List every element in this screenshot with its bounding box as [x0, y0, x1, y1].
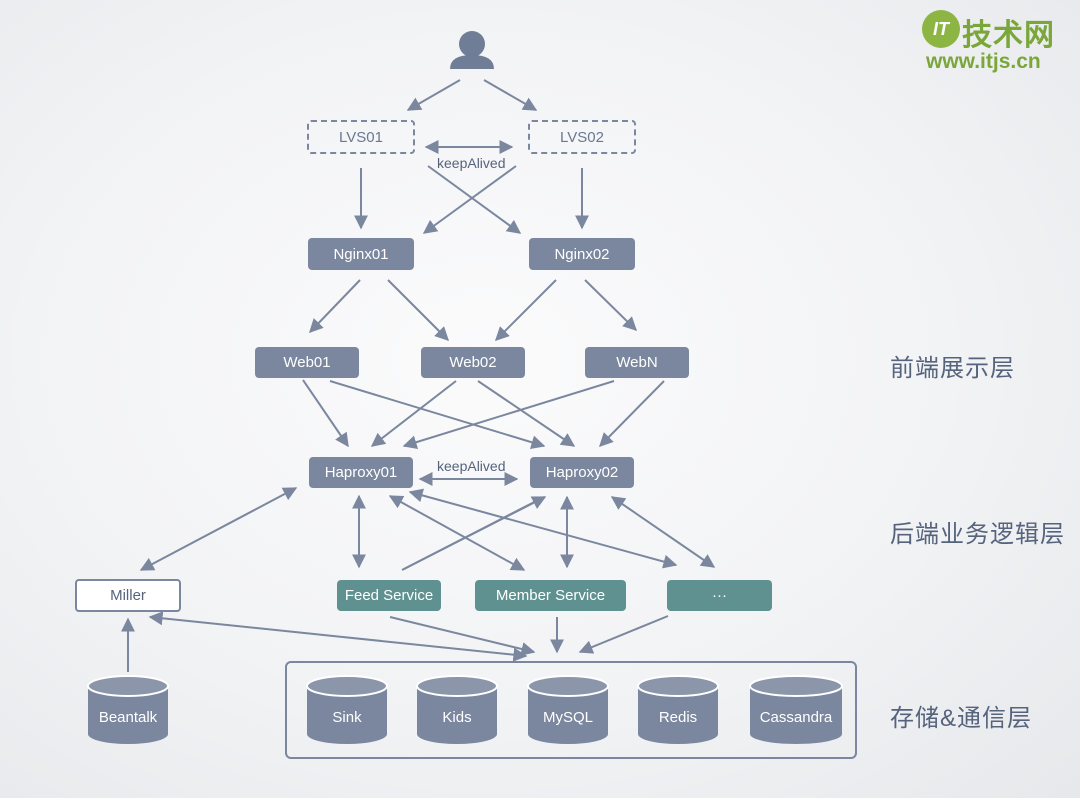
arrow-lvs02-nginx01 — [422, 165, 517, 234]
db-beantalk-label: Beantalk — [98, 709, 158, 726]
arrow-nginx01-web02 — [387, 279, 449, 341]
node-more-services: ··· — [667, 580, 772, 611]
node-feed-service: Feed Service — [337, 580, 441, 611]
node-miller: Miller — [75, 579, 181, 612]
layer-label-frontend: 前端展示层 — [890, 355, 1015, 382]
db-sink-label: Sink — [332, 709, 362, 726]
brand-watermark: IT 技术网 www.itjs.cn — [922, 10, 1072, 76]
label-lvs-keepalived: keepAlived — [437, 155, 506, 171]
db-kids-label: Kids — [442, 709, 472, 726]
brand-logo: IT — [922, 10, 960, 48]
user-icon — [450, 31, 494, 69]
node-haproxy02: Haproxy02 — [530, 457, 634, 488]
arrow-haproxy01-member — [388, 495, 526, 571]
arrow-more-storage — [578, 615, 669, 654]
brand-url: www.itjs.cn — [926, 50, 1041, 73]
db-mysql-label: MySQL — [542, 709, 593, 726]
db-beantalk-cylinder — [87, 675, 169, 744]
node-nginx02: Nginx02 — [529, 238, 635, 270]
arrow-web01-haproxy01 — [302, 379, 349, 448]
arrow-nginx01-web01 — [309, 279, 361, 334]
arrow-feed-storage — [389, 616, 536, 656]
arrow-user-lvs02 — [483, 79, 538, 111]
arrow-haproxy02-more — [610, 496, 716, 568]
brand-name: 技术网 — [962, 19, 1055, 52]
arrow-haproxy02-feed-head — [403, 496, 547, 570]
layer-label-backend: 后端业务逻辑层 — [890, 521, 1065, 548]
db-redis-label: Redis — [658, 709, 698, 726]
node-haproxy01: Haproxy01 — [309, 457, 413, 488]
layer-label-storage: 存储&通信层 — [890, 705, 1033, 732]
arrow-web02-haproxy02 — [477, 380, 576, 447]
arrow-webn-haproxy02 — [599, 380, 665, 447]
db-cassandra-label: Cassandra — [759, 709, 833, 726]
arrow-web02-haproxy01 — [370, 380, 457, 447]
node-web01: Web01 — [255, 347, 359, 378]
node-member-service: Member Service — [475, 580, 626, 611]
arrow-web01-haproxy02 — [329, 380, 546, 450]
arrow-haproxy01-miller — [139, 487, 298, 571]
db-mysql-cylinder — [527, 675, 609, 744]
node-nginx01: Nginx01 — [308, 238, 414, 270]
node-web02: Web02 — [421, 347, 525, 378]
node-webn: WebN — [585, 347, 689, 378]
node-lvs01: LVS01 — [307, 120, 415, 154]
db-redis-cylinder — [637, 675, 719, 744]
arrow-nginx02-webn — [584, 279, 637, 331]
db-kids-cylinder — [416, 675, 498, 744]
arrow-nginx02-web02 — [495, 279, 557, 341]
db-sink-cylinder — [306, 675, 388, 744]
arrow-webn-haproxy01 — [402, 380, 615, 449]
storage-container — [285, 661, 857, 759]
arrow-user-lvs01 — [406, 79, 461, 111]
arrow-miller-storage — [148, 611, 528, 662]
arrow-lvs01-nginx02 — [427, 165, 522, 234]
label-haproxy-keepalived: keepAlived — [437, 458, 506, 474]
db-cassandra-cylinder — [749, 675, 843, 744]
node-lvs02: LVS02 — [528, 120, 636, 154]
